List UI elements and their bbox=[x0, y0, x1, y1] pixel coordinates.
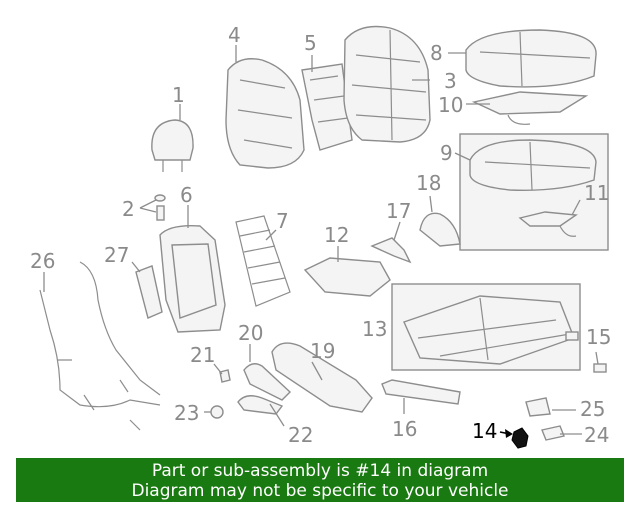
callout-24: 24 bbox=[584, 423, 609, 447]
callout-3: 3 bbox=[444, 69, 457, 93]
callout-4: 4 bbox=[228, 23, 241, 47]
part-14-highlighted-module bbox=[511, 427, 529, 449]
part-8-cushion-cover bbox=[465, 29, 597, 88]
callout-7: 7 bbox=[276, 209, 289, 233]
callout-14: 14 bbox=[472, 419, 497, 443]
banner-line-2: Diagram may not be specific to your vehi… bbox=[131, 481, 509, 501]
callout-27: 27 bbox=[104, 243, 129, 267]
part-3-seatback-cover bbox=[343, 25, 431, 143]
part-26-wiring-harness bbox=[39, 261, 161, 431]
callout-21: 21 bbox=[190, 343, 215, 367]
part-7-lumbar-wire bbox=[235, 215, 291, 307]
part-21-knob bbox=[219, 369, 231, 383]
part-2-headrest-guide bbox=[154, 194, 166, 221]
part-4-seatback-foam bbox=[225, 58, 305, 169]
banner-line-1: Part or sub-assembly is #14 in diagram bbox=[151, 461, 489, 481]
part-1-headrest bbox=[151, 119, 194, 172]
part-24-switch bbox=[541, 425, 565, 441]
part-17-bracket bbox=[370, 237, 412, 264]
callout-19: 19 bbox=[310, 339, 335, 363]
part-23-clip-ring bbox=[210, 405, 224, 419]
part-20-recliner-handle bbox=[243, 363, 292, 401]
callout-26: 26 bbox=[30, 249, 55, 273]
callout-8: 8 bbox=[430, 41, 443, 65]
part-16-track-cover bbox=[381, 379, 461, 405]
callout-13: 13 bbox=[362, 317, 387, 341]
part-19-side-shield bbox=[271, 342, 373, 413]
callout-18: 18 bbox=[416, 171, 441, 195]
part-10-heater-pad bbox=[471, 91, 589, 125]
part-9-cushion-assembly-box bbox=[459, 133, 609, 251]
callout-22: 22 bbox=[288, 423, 313, 447]
part-12-seat-pan bbox=[303, 257, 391, 297]
callout-10: 10 bbox=[438, 93, 463, 117]
callout-2: 2 bbox=[122, 197, 135, 221]
callout-11: 11 bbox=[584, 181, 609, 205]
callout-25: 25 bbox=[580, 397, 605, 421]
callout-labels: 1 2 3 4 5 6 7 8 9 10 11 12 13 14 15 16 1… bbox=[30, 23, 611, 447]
part-5-back-panel bbox=[301, 63, 353, 151]
callout-17: 17 bbox=[386, 199, 411, 223]
callout-1: 1 bbox=[172, 83, 185, 107]
callout-12: 12 bbox=[324, 223, 349, 247]
parts-diagram: 1 2 3 4 5 6 7 8 9 10 11 12 13 14 15 16 1… bbox=[30, 23, 611, 449]
part-25-bracket bbox=[525, 397, 551, 417]
part-18-trim-cover bbox=[419, 212, 461, 247]
callout-6: 6 bbox=[180, 183, 193, 207]
callout-15: 15 bbox=[586, 325, 611, 349]
part-13-seat-adjuster-box bbox=[391, 283, 581, 371]
part-6-seatback-frame bbox=[159, 225, 226, 333]
callout-16: 16 bbox=[392, 417, 417, 441]
leader-14-highlight bbox=[499, 429, 513, 438]
info-banner: Part or sub-assembly is #14 in diagram D… bbox=[16, 458, 624, 502]
leader-lines bbox=[43, 45, 599, 435]
part-15-clip bbox=[565, 331, 607, 373]
callout-9: 9 bbox=[440, 141, 453, 165]
part-27-side-module bbox=[135, 265, 163, 319]
part-11-sensor-mat bbox=[518, 211, 578, 237]
part-22-handle bbox=[237, 395, 284, 415]
callout-20: 20 bbox=[238, 321, 263, 345]
callout-23: 23 bbox=[174, 401, 199, 425]
callout-5: 5 bbox=[304, 31, 317, 55]
